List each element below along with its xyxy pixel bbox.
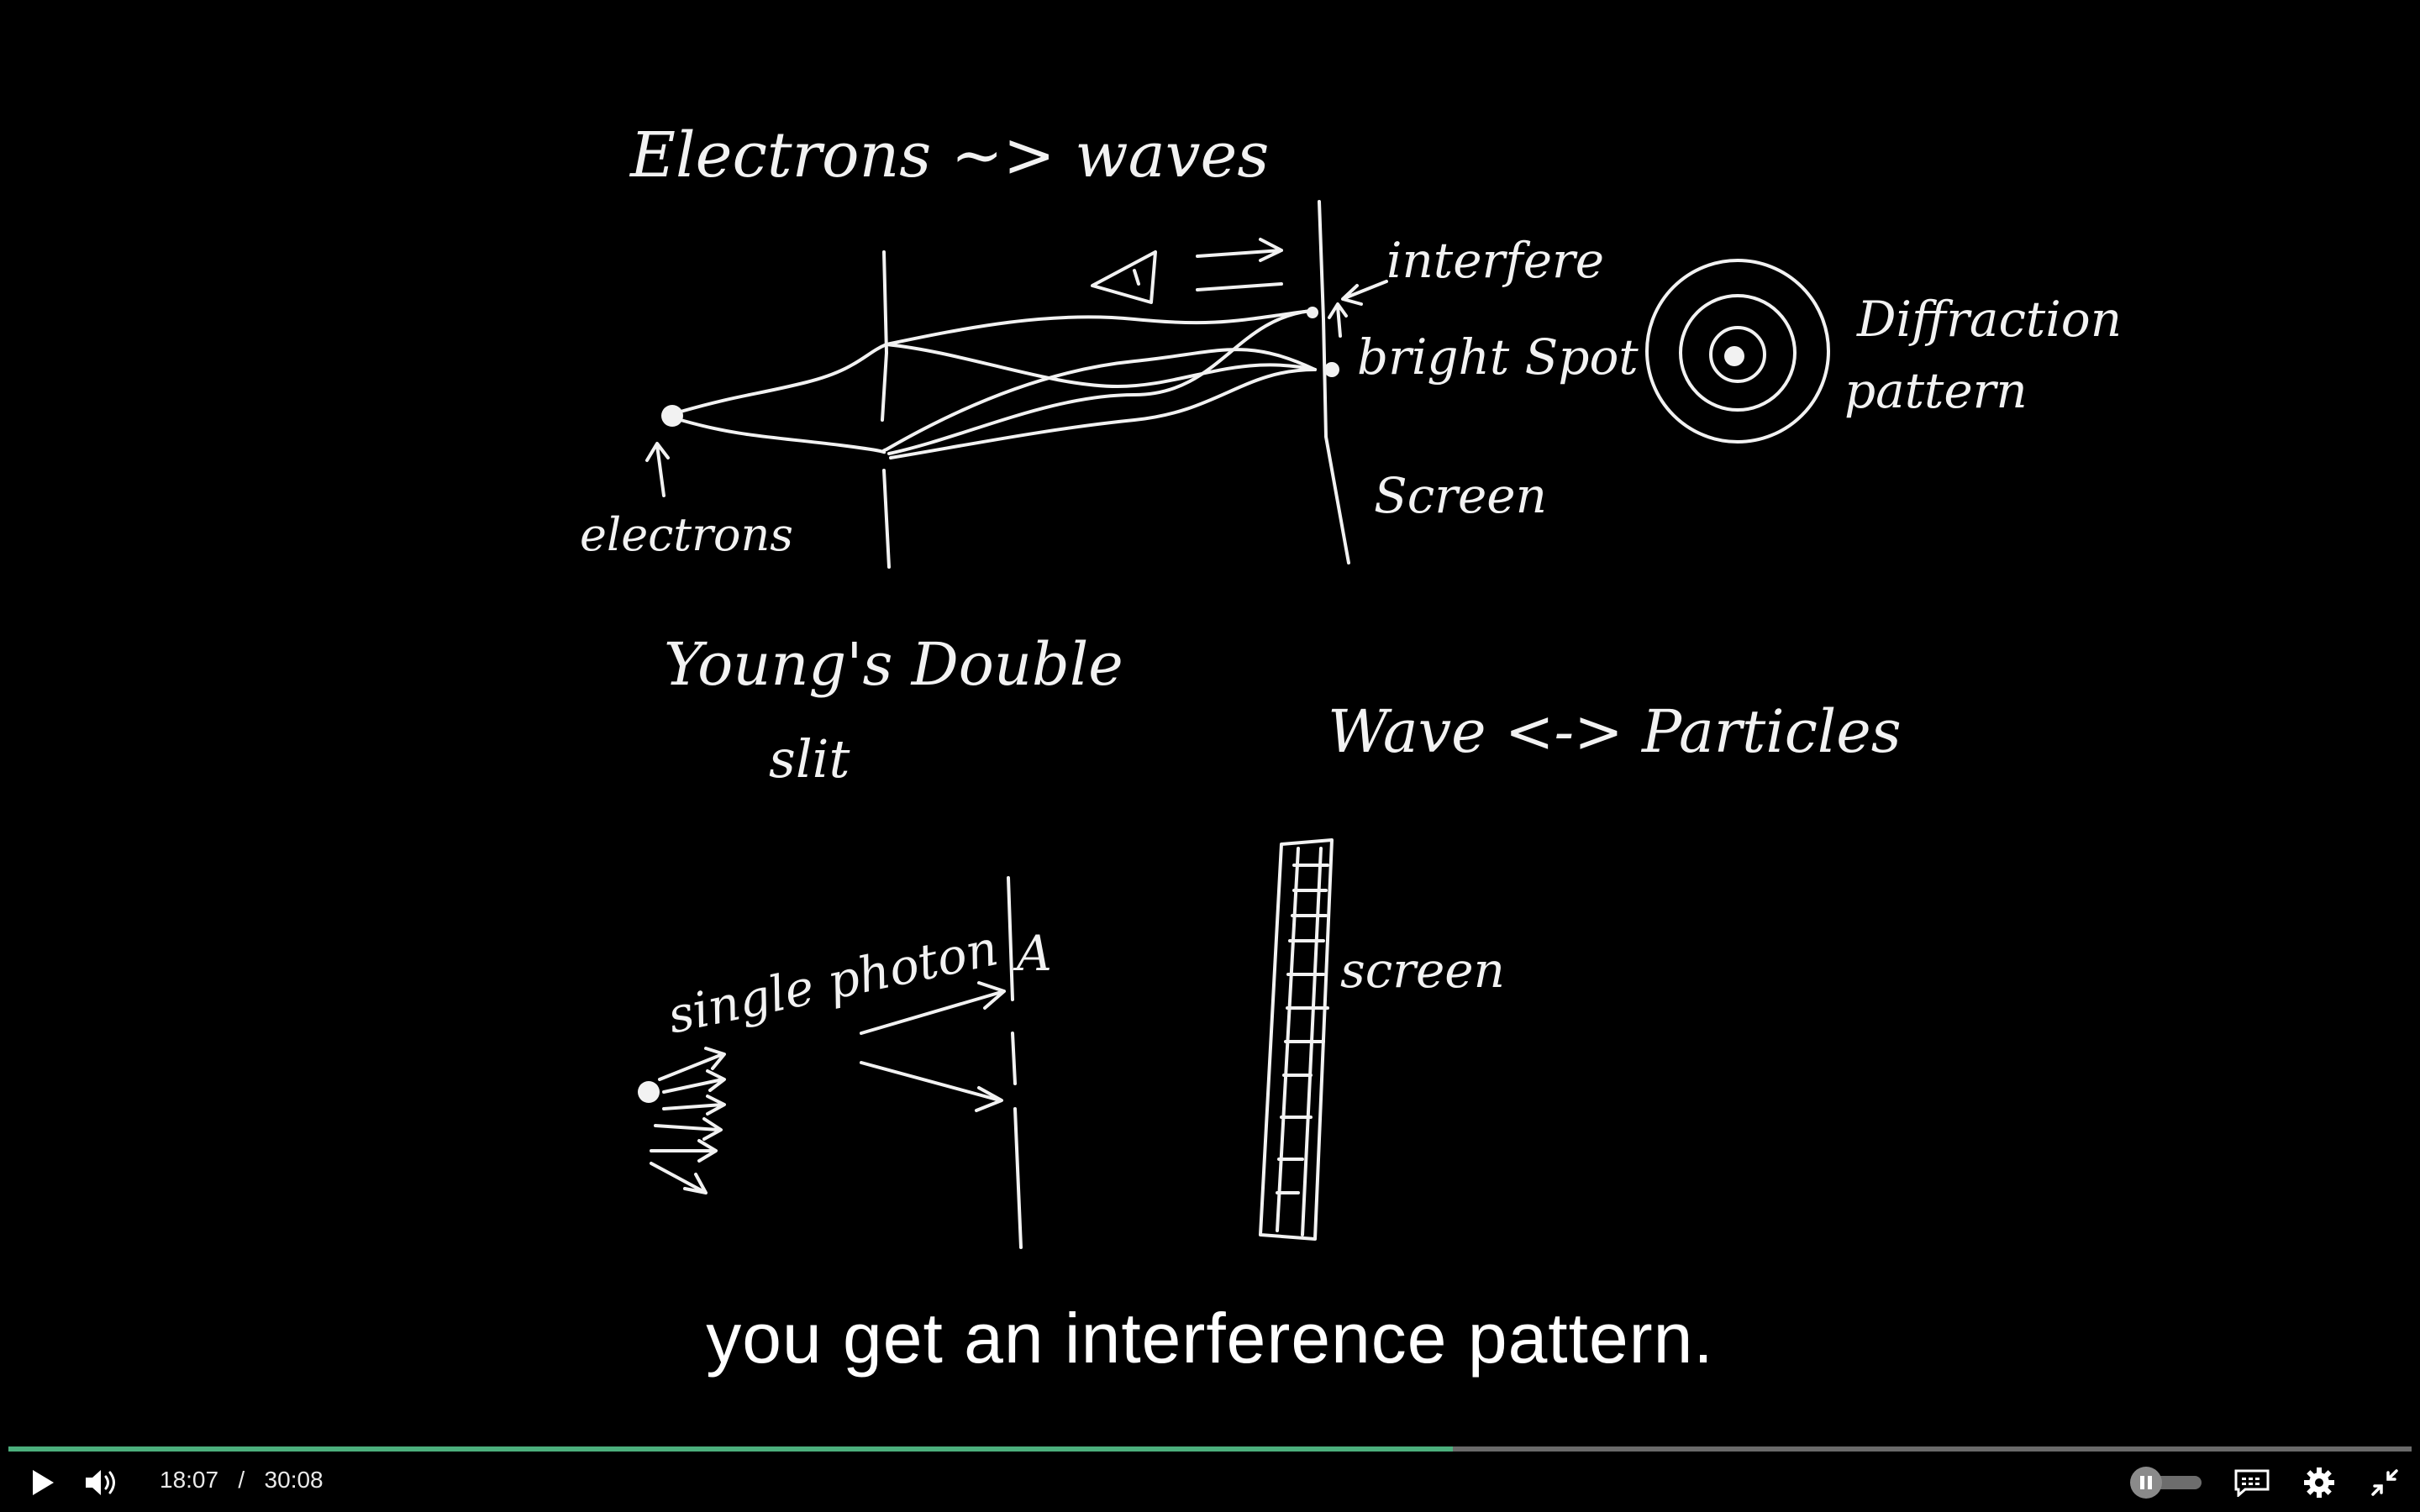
single-photon-label: single photon <box>663 919 1003 1044</box>
diffraction-label-line1: Diffraction <box>1856 291 2122 348</box>
slit-barrier <box>881 250 891 569</box>
arrow-interfere <box>1341 280 1388 306</box>
settings-button[interactable] <box>2298 1462 2340 1504</box>
single-photon-diagram <box>638 838 1334 1249</box>
exit-fullscreen-button[interactable] <box>2365 1462 2404 1504</box>
arrow-up-spot <box>1328 302 1348 338</box>
screen-label-bottom: screen <box>1340 942 1505 999</box>
spot-dot-1 <box>1307 307 1318 318</box>
wave-path-4 <box>887 309 1313 455</box>
photon-source-dot <box>638 1081 660 1103</box>
youngs-double-label: Young's Double <box>664 630 1123 699</box>
wave-path-5 <box>889 368 1317 459</box>
time-display: 18:07 / 30:08 <box>160 1467 324 1494</box>
captions-button[interactable] <box>2231 1462 2273 1504</box>
electrons-source-label: electrons <box>580 508 793 561</box>
gear-icon <box>2304 1467 2334 1498</box>
volume-icon <box>86 1470 115 1495</box>
electron-source-dot <box>661 405 683 427</box>
volume-button[interactable] <box>81 1462 123 1504</box>
wave-path-1 <box>679 309 1313 413</box>
diffraction-label-line2: pattern <box>1844 362 2028 419</box>
interfere-label: interfere <box>1386 232 1604 289</box>
electrons-waves-heading: Electrons ~> waves <box>629 119 1269 192</box>
slit-a-label: A <box>1013 925 1052 982</box>
detection-screen <box>1259 838 1334 1241</box>
wave-path-2 <box>679 348 1317 454</box>
duration: 30:08 <box>264 1467 324 1493</box>
autoplay-toggle-icon <box>2130 1467 2202 1499</box>
subtitle-caption: you get an interference pattern. <box>706 1299 1714 1378</box>
time-separator: / <box>238 1467 245 1493</box>
arrow-to-slit-a <box>860 981 1006 1035</box>
bright-spot-label: bright Spot <box>1357 328 1639 386</box>
play-icon <box>33 1470 54 1495</box>
single-slit-barrier <box>1007 876 1023 1249</box>
screen-label-top: Screen <box>1374 467 1547 524</box>
arrow-up-electrons <box>645 442 670 497</box>
diffraction-rings <box>1645 259 1830 444</box>
youngs-slit-label: slit <box>769 728 850 790</box>
player-controls: 18:07 / 30:08 <box>0 1443 2420 1512</box>
eye-icon <box>1091 250 1157 304</box>
progress-bar[interactable] <box>8 1446 2412 1452</box>
screen-line <box>1318 200 1350 564</box>
wave-particles-label: Wave <-> Particles <box>1328 697 1902 766</box>
autoplay-toggle[interactable] <box>2126 1462 2207 1504</box>
play-button[interactable] <box>24 1462 62 1504</box>
spot-dot-2 <box>1324 362 1339 377</box>
arrow-right-1 <box>1196 238 1283 262</box>
exit-fullscreen-icon <box>2371 1469 2398 1496</box>
wave-path-3 <box>885 343 1317 388</box>
progress-bar-fill <box>8 1446 1453 1452</box>
double-slit-diagram <box>645 200 1388 569</box>
current-time: 18:07 <box>160 1467 219 1493</box>
captions-icon <box>2234 1469 2270 1497</box>
arrow-to-slit-b <box>860 1061 1003 1112</box>
arrow-right-2 <box>1196 282 1283 291</box>
